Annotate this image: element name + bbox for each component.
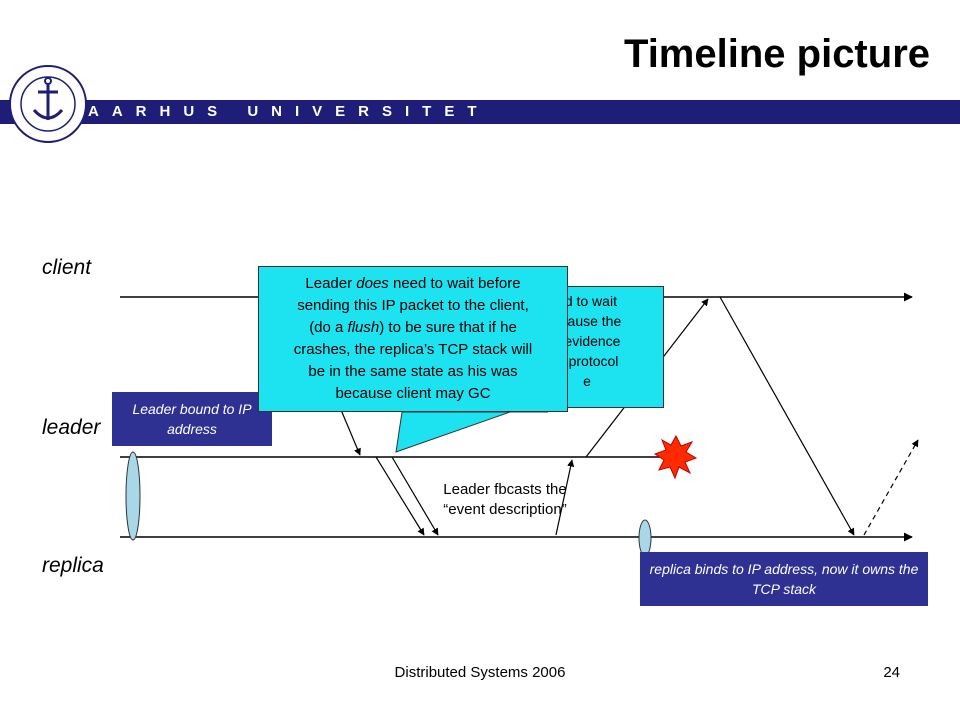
flush-callout-note: Leader does need to wait before sending … — [258, 266, 568, 412]
callout-line: sending this IP packet to the client, — [297, 297, 529, 314]
brand-bar — [0, 100, 960, 124]
hidden-callout-line: P protocol — [555, 353, 619, 369]
fbcast-label: Leader fbcasts the “event description” — [443, 481, 567, 518]
replica-to-client-dashed — [863, 439, 919, 536]
replica-binds-box: replica binds to IP address, now it owns… — [640, 552, 928, 606]
brand-wordmark: AARHUS UNIVERSITET — [88, 103, 490, 120]
leader-to-replica-message-1 — [375, 456, 425, 536]
lane-label-client: client — [42, 256, 92, 279]
hidden-callout-line: ed to wait — [557, 293, 617, 309]
hidden-callout-line: y evidence — [553, 333, 621, 349]
client-to-replica-message — [719, 296, 855, 536]
crash-icon — [653, 434, 698, 480]
hidden-callout-line: ecause the — [552, 313, 622, 329]
leader-bound-ellipse — [125, 451, 141, 541]
callout-pointer — [395, 411, 548, 453]
replica-to-leader-ack — [555, 459, 575, 536]
callout-line: because client may GC — [335, 385, 491, 402]
footer-course: Distributed Systems 2006 — [394, 664, 566, 681]
callout-line: be in the same state as his was — [308, 363, 518, 380]
lane-label-replica: replica — [42, 554, 104, 577]
leader-bound-box: Leader bound to IP address — [112, 392, 272, 446]
leader-to-replica-message-2 — [391, 456, 439, 536]
callout-line: (do a flush) to be sure that if he — [309, 319, 517, 336]
callout-line: crashes, the replica’s TCP stack will — [293, 341, 533, 358]
slide-number: 24 — [883, 664, 900, 681]
replica-bind-ellipse — [638, 519, 652, 557]
university-seal — [9, 65, 87, 143]
lane-label-leader: leader — [42, 416, 101, 439]
hidden-callout-line: e — [583, 373, 591, 389]
callout-line: Leader does need to wait before — [305, 275, 521, 292]
slide-title: Timeline picture — [623, 32, 930, 76]
